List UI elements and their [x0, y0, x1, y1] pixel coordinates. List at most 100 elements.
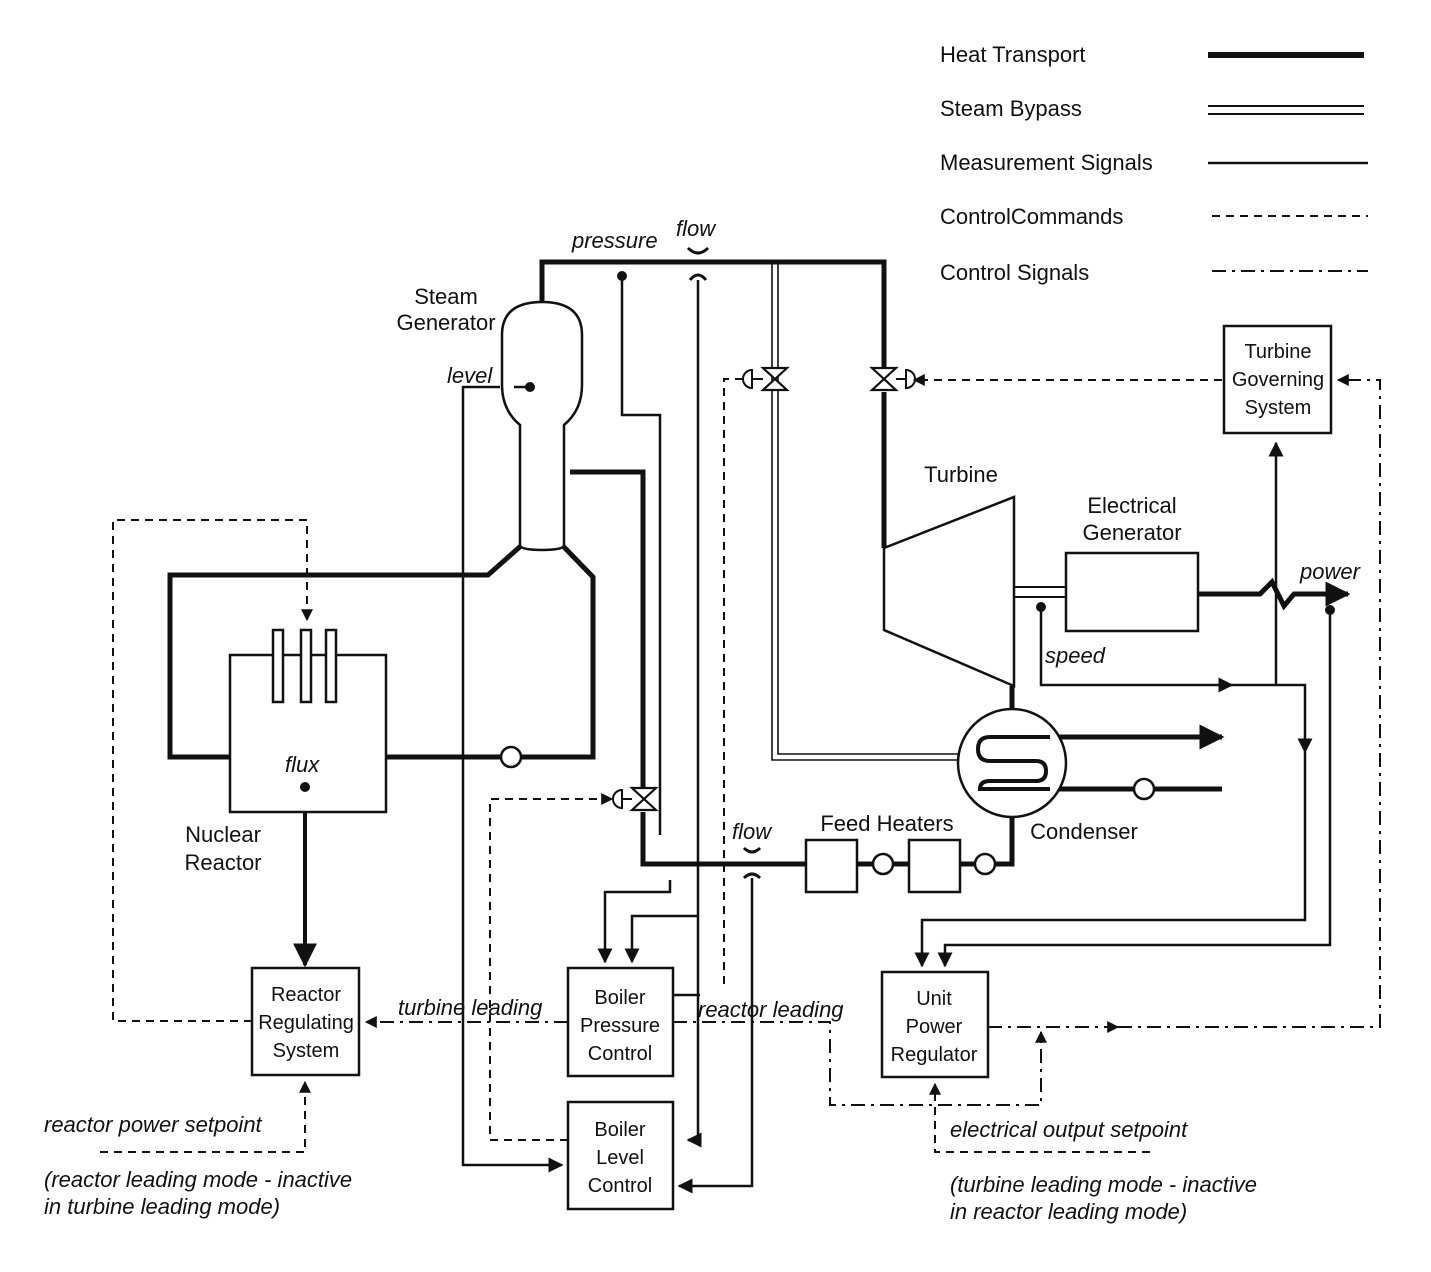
label-flux: flux	[285, 752, 320, 777]
turbine-governor-valve	[869, 366, 916, 392]
bpc-line-1: Boiler	[594, 987, 645, 1009]
legend: Heat Transport Steam Bypass Measurement …	[940, 42, 1368, 285]
unit-power-box	[880, 970, 990, 1079]
legend-heat-transport: Heat Transport	[940, 42, 1086, 67]
turbine-governing-box	[1222, 324, 1333, 435]
flow-to-blc	[686, 280, 702, 1148]
level-signal	[461, 385, 564, 1173]
primary-loop-left	[167, 543, 524, 760]
turbine-body	[882, 495, 1016, 688]
tgs-line-1: Turbine	[1244, 341, 1311, 363]
legend-measurement-signals: Measurement Signals	[940, 150, 1153, 175]
legend-control-signals: Control Signals	[940, 260, 1089, 285]
control-rod-3	[324, 628, 338, 704]
bypass-line-a	[771, 262, 960, 761]
control-rod-1	[271, 628, 285, 704]
flow-element-top-a	[686, 246, 710, 255]
steam-generator-vessel	[500, 300, 584, 552]
label-reactor-power-setpoint: reactor power setpoint	[44, 1112, 263, 1137]
label-electrical-note-2: in reactor leading mode)	[950, 1199, 1187, 1224]
main-steam-line	[539, 259, 887, 368]
feed-flow-to-blc	[677, 878, 754, 1194]
label-reactor-note-1: (reactor leading mode - inactive	[44, 1167, 352, 1192]
bpc-line-3: Control	[588, 1043, 652, 1065]
label-steam: Steam	[414, 284, 478, 309]
electrical-setpoint-line	[929, 1082, 1150, 1153]
primary-pump	[499, 745, 523, 769]
label-speed: speed	[1045, 643, 1106, 668]
condenser-outlet	[996, 818, 1015, 867]
signal-labels: pressure flow flow level flux speed powe…	[285, 216, 1362, 1022]
label-flow-bottom: flow	[732, 819, 773, 844]
flow-to-bpc	[624, 914, 698, 964]
feed-heater-1	[804, 838, 859, 894]
blc-line-2: Level	[596, 1147, 644, 1169]
power-to-upr	[937, 610, 1332, 968]
bypass-valve-command	[723, 378, 743, 985]
label-generator: Generator	[396, 310, 495, 335]
label-turbine-leading: turbine leading	[398, 995, 543, 1020]
speed-down-arrow	[1232, 683, 1313, 754]
upr-line-3: Regulator	[891, 1044, 978, 1066]
label-elec-generator: Generator	[1082, 520, 1181, 545]
feedwater-line	[640, 812, 806, 867]
blc-to-feed-valve	[489, 793, 614, 1141]
reactor-leading-signal	[673, 1021, 1047, 1106]
boiler-level-box	[566, 1100, 675, 1211]
feed-heater-2	[907, 838, 962, 894]
speed-signal	[1039, 607, 1234, 693]
primary-loop-return-b	[522, 543, 596, 760]
power-output-line	[1198, 577, 1351, 611]
component-labels: Steam Generator Nuclear Reactor Turbine …	[184, 284, 1324, 1197]
upr-line-2: Power	[906, 1016, 963, 1038]
label-reactor: Reactor	[184, 850, 261, 875]
legend-steam-bypass: Steam Bypass	[940, 96, 1082, 121]
reactor-regulating-box	[250, 966, 361, 1077]
flux-sensor-dot	[300, 782, 310, 792]
feedwater-valve	[612, 786, 659, 812]
flow-element-bottom-b	[742, 872, 762, 880]
bpc-line-2: Pressure	[580, 1015, 660, 1037]
label-condenser: Condenser	[1030, 819, 1138, 844]
label-electrical: Electrical	[1087, 493, 1176, 518]
setpoint-labels: reactor power setpoint (reactor leading …	[44, 1112, 1257, 1224]
feedwater-to-sg	[570, 469, 646, 788]
control-command-lines	[100, 374, 1222, 1153]
flow-element-bottom-a	[742, 846, 762, 854]
upr-to-tgs	[1118, 374, 1381, 1028]
rrs-line-1: Reactor	[271, 984, 341, 1006]
speed-to-upr	[914, 752, 1307, 968]
label-level: level	[447, 363, 493, 388]
label-power: power	[1299, 559, 1362, 584]
condenser-coil	[975, 735, 1050, 791]
tgs-line-3: System	[1245, 397, 1312, 419]
heat-transport-lines	[167, 259, 1351, 968]
label-electrical-output-setpoint: electrical output setpoint	[950, 1117, 1188, 1142]
label-electrical-note-1: (turbine leading mode - inactive	[950, 1172, 1257, 1197]
control-signal-lines	[364, 374, 1381, 1106]
electrical-generator-box	[1064, 551, 1200, 633]
steam-bypass-lines	[771, 262, 1066, 761]
bypass-line-b	[777, 262, 962, 755]
pressure-signal	[620, 276, 662, 835]
measurement-signal-lines	[461, 276, 1335, 1194]
bypass-valve	[742, 366, 790, 392]
flow-element-top-b	[688, 273, 708, 281]
blc-line-1: Boiler	[594, 1119, 645, 1141]
cooling-pump	[1132, 777, 1156, 801]
rrs-line-3: System	[273, 1040, 340, 1062]
label-feed-heaters: Feed Heaters	[820, 811, 953, 836]
tgs-line-2: Governing	[1232, 369, 1324, 391]
feed-pump-2	[973, 852, 997, 876]
feed-pump-1	[871, 852, 895, 876]
upr-line-1: Unit	[916, 988, 952, 1010]
rrs-line-2: Regulating	[258, 1012, 354, 1034]
label-flow-top: flow	[676, 216, 717, 241]
blc-line-3: Control	[588, 1175, 652, 1197]
speed-sensor-dot	[1036, 602, 1046, 612]
control-rod-2	[299, 628, 313, 704]
label-reactor-leading: reactor leading	[698, 997, 844, 1022]
level-sensor-dot	[525, 382, 535, 392]
label-pressure: pressure	[571, 228, 658, 253]
